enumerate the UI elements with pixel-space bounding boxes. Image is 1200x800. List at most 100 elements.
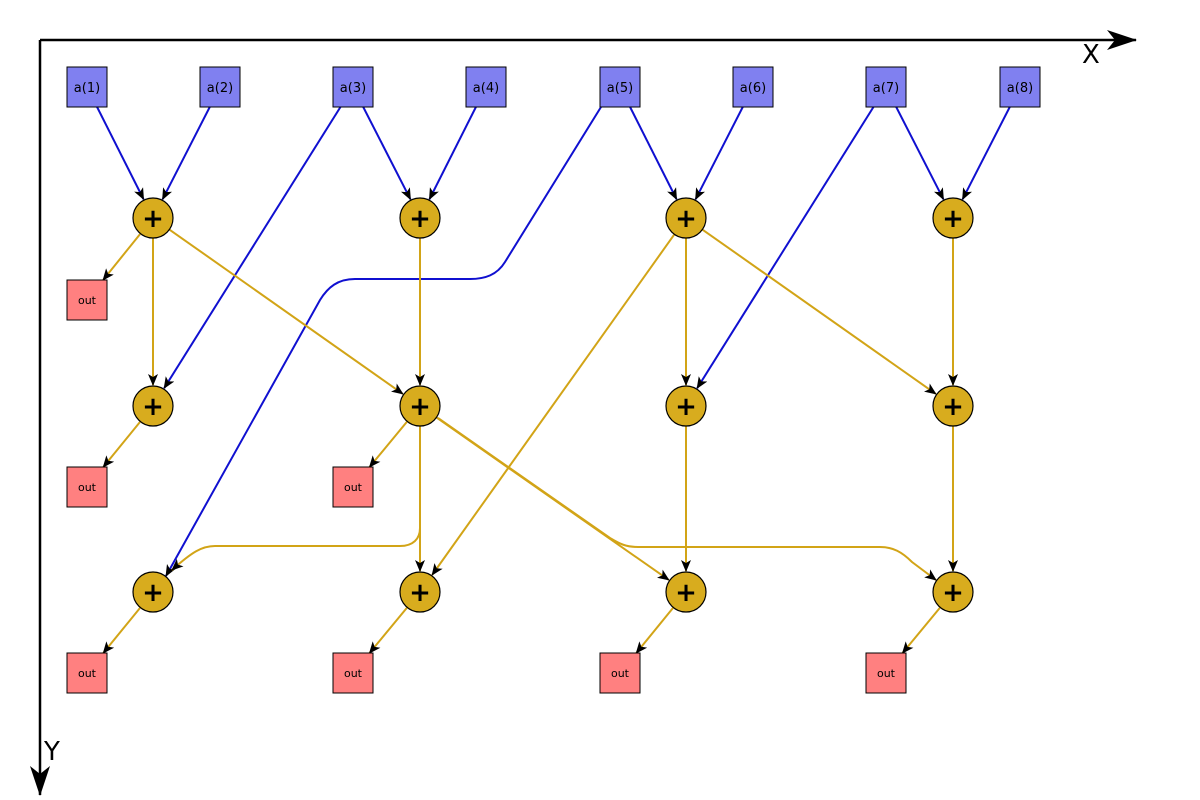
output-label: out xyxy=(344,667,363,680)
output-node-o1: out xyxy=(66,279,108,321)
output-box xyxy=(66,652,108,694)
input-label: a(6) xyxy=(740,81,766,96)
input-label: a(8) xyxy=(1007,81,1033,96)
input-label: a(2) xyxy=(207,81,233,96)
plus-icon: + xyxy=(675,392,697,422)
input-box xyxy=(66,66,108,108)
adder-node-s31: + xyxy=(132,571,174,613)
edge-a6-to-s13 xyxy=(694,106,744,201)
input-node-a4: a(4) xyxy=(465,66,507,108)
input-node-a6: a(6) xyxy=(732,66,774,108)
edge-a8-to-s14 xyxy=(961,106,1011,201)
input-node-a1: a(1) xyxy=(66,66,108,108)
plus-icon: + xyxy=(142,578,164,608)
output-box xyxy=(865,652,907,694)
edge-s22-to-o3 xyxy=(368,420,409,468)
input-box xyxy=(999,66,1041,108)
plus-icon: + xyxy=(409,204,431,234)
output-label: out xyxy=(611,667,630,680)
adder-node-s33: + xyxy=(665,571,707,613)
adder-circle xyxy=(665,385,707,427)
output-label: out xyxy=(78,294,97,307)
adder-circle xyxy=(665,197,707,239)
axes: X Y xyxy=(30,30,1137,796)
input-box xyxy=(199,66,241,108)
input-node-a8: a(8) xyxy=(999,66,1041,108)
nodes: a(1) a(2) a(3) a(4) a(5) a(6) a(7) a(8) + + + + + + + +… xyxy=(66,66,1041,694)
plus-icon: + xyxy=(409,392,431,422)
output-label: out xyxy=(78,481,97,494)
edge-a3-to-s21 xyxy=(163,106,342,390)
input-node-a7: a(7) xyxy=(865,66,907,108)
edge-a5-to-s31 xyxy=(165,106,602,577)
adder-circle xyxy=(932,197,974,239)
adder-node-s24: + xyxy=(932,385,974,427)
output-node-o4: out xyxy=(66,652,108,694)
input-box xyxy=(599,66,641,108)
plus-icon: + xyxy=(942,204,964,234)
input-node-a3: a(3) xyxy=(332,66,374,108)
adder-node-s32: + xyxy=(399,571,441,613)
input-label: a(1) xyxy=(74,81,100,96)
output-node-o5: out xyxy=(332,652,374,694)
edge-a7-to-s23 xyxy=(696,106,875,390)
adder-circle xyxy=(665,571,707,613)
output-node-o7: out xyxy=(865,652,907,694)
edge-s33-to-o6 xyxy=(635,606,675,654)
x-axis-label: X xyxy=(1082,40,1100,70)
edges xyxy=(96,106,1011,654)
output-box xyxy=(599,652,641,694)
adder-circle xyxy=(132,571,174,613)
adder-circle xyxy=(399,571,441,613)
input-box xyxy=(332,66,374,108)
input-box xyxy=(865,66,907,108)
edge-a1-to-s11 xyxy=(96,106,145,201)
output-label: out xyxy=(877,667,896,680)
plus-icon: + xyxy=(142,392,164,422)
output-label: out xyxy=(344,481,363,494)
output-box xyxy=(66,279,108,321)
output-node-o6: out xyxy=(599,652,641,694)
plus-icon: + xyxy=(675,204,697,234)
adder-node-s23: + xyxy=(665,385,707,427)
adder-node-s22: + xyxy=(399,385,441,427)
input-label: a(3) xyxy=(340,81,366,96)
input-label: a(5) xyxy=(607,81,633,96)
adder-circle xyxy=(132,385,174,427)
input-box xyxy=(732,66,774,108)
input-node-a2: a(2) xyxy=(199,66,241,108)
plus-icon: + xyxy=(942,578,964,608)
edge-a7-to-s14 xyxy=(895,106,945,201)
adder-circle xyxy=(932,385,974,427)
edge-s13-to-s32 xyxy=(431,233,676,576)
plus-icon: + xyxy=(409,578,431,608)
output-label: out xyxy=(78,667,97,680)
output-node-o2: out xyxy=(66,466,108,508)
edge-s32-to-o5 xyxy=(368,606,409,654)
output-node-o3: out xyxy=(332,466,374,508)
output-box xyxy=(66,466,108,508)
edge-s34-to-o7 xyxy=(901,606,942,654)
input-node-a5: a(5) xyxy=(599,66,641,108)
adder-node-s12: + xyxy=(399,197,441,239)
adder-node-s34: + xyxy=(932,571,974,613)
input-box xyxy=(465,66,507,108)
adder-circle xyxy=(932,571,974,613)
edge-a2-to-s11 xyxy=(161,106,211,201)
y-axis-label: Y xyxy=(43,737,60,767)
plus-icon: + xyxy=(675,578,697,608)
edge-s22-to-s34 xyxy=(437,417,937,581)
edge-s31-to-o4 xyxy=(102,606,142,654)
adder-node-s21: + xyxy=(132,385,174,427)
adder-circle xyxy=(399,385,441,427)
plus-icon: + xyxy=(942,392,964,422)
output-box xyxy=(332,466,374,508)
output-box xyxy=(332,652,374,694)
edge-s21-to-o2 xyxy=(102,420,142,468)
adder-node-s11: + xyxy=(132,197,174,239)
adder-circle xyxy=(132,197,174,239)
adder-circle xyxy=(399,197,441,239)
edge-a5-to-s13 xyxy=(629,106,678,201)
edge-a4-to-s12 xyxy=(428,106,477,201)
